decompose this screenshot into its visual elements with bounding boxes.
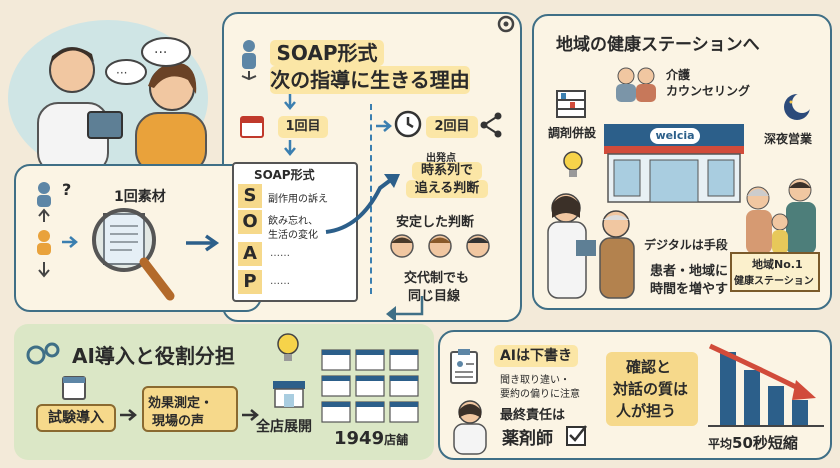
soap-title-line1: SOAP形式が xyxy=(270,40,384,91)
avg-value: 50秒短縮 xyxy=(732,434,798,452)
divider xyxy=(370,104,372,294)
person-icon xyxy=(241,40,257,81)
soap-a-note: …… xyxy=(270,248,290,259)
soap-letter-s: S xyxy=(238,184,262,208)
dispensing-label: 調剤併設 xyxy=(548,126,597,140)
decreasing-bar-chart-icon xyxy=(708,343,824,427)
people-icons xyxy=(37,182,51,278)
clipboard-icon xyxy=(450,349,478,384)
step-rollout: 全店展開 xyxy=(256,419,312,435)
pharmacist-elderly-illustration xyxy=(547,193,635,299)
gears-icon xyxy=(26,342,60,365)
store-icon xyxy=(273,381,305,408)
lightbulb-icon xyxy=(563,151,583,177)
caution-line2: 要約の偏りに注意 xyxy=(500,389,580,400)
step-evaluate-line1: 効果測定・ xyxy=(148,396,214,411)
soap-form-title: SOAP形式 xyxy=(254,168,315,182)
gear-icon xyxy=(497,15,515,33)
digital-label: デジタルは手段 xyxy=(644,238,728,252)
clock-icon xyxy=(394,110,422,138)
quality-line2: 対話の質は xyxy=(613,380,689,398)
soap-p-note: …… xyxy=(270,276,290,287)
soap-s-note: 副作用の訴え xyxy=(268,194,328,205)
arrow-down-icon xyxy=(284,94,296,110)
soap-o-note-line1: 飲み忘れ、 xyxy=(268,216,319,227)
timeline-line1: 時系列で xyxy=(412,162,482,180)
question-mark: ? xyxy=(62,180,72,199)
avg-reduction: 平均50秒短縮 xyxy=(708,432,798,453)
ai-draft-label: AIは下書き xyxy=(494,345,578,367)
svg-text:···: ··· xyxy=(154,45,167,61)
visit2-label: 2回目 xyxy=(426,116,478,138)
station-title: 地域の健康ステーションへ xyxy=(556,35,760,55)
quality-line3: 人が担う xyxy=(616,402,677,420)
arrow-right-icon xyxy=(120,409,137,421)
elderly-couple-icon xyxy=(616,67,656,102)
pharmacist-avatar xyxy=(453,400,487,455)
brand-logo: welcia xyxy=(650,128,700,144)
store-building xyxy=(604,124,744,203)
quality-line1: 確認と xyxy=(626,358,672,376)
staff-faces-icon xyxy=(390,234,490,258)
step-evaluate xyxy=(142,386,238,432)
store-count: 1949店舗 xyxy=(334,428,408,449)
late-night-label: 深夜営業 xyxy=(764,132,813,146)
svg-text:···: ··· xyxy=(116,66,127,80)
care-line2: カウンセリング xyxy=(666,84,751,98)
consultation-illustration: ··· ··· xyxy=(8,8,220,176)
soap-o-note-line2: 生活の変化 xyxy=(268,230,318,241)
arrow-right-icon xyxy=(376,120,392,132)
step-pilot: 試験導入 xyxy=(36,404,116,432)
arrow-right-icon xyxy=(186,234,220,252)
avg-label: 平均 xyxy=(708,437,733,451)
moon-icon xyxy=(784,93,812,120)
responsibility-label: 最終責任は xyxy=(500,408,566,423)
soap-title-line2: 次の指導に生きる理由 xyxy=(270,66,470,94)
soap-letter-o: O xyxy=(238,210,262,234)
sign-line2: 健康ステーション xyxy=(734,276,814,287)
start-point-label: 出発点 xyxy=(426,153,456,164)
magnifier-document-icon xyxy=(92,208,175,301)
sign-line1: 地域No.1 xyxy=(752,258,803,271)
arrow-down-icon xyxy=(284,140,296,156)
caution-line1: 聞き取り違い・ xyxy=(500,375,570,386)
time-line2: 時間を増やす xyxy=(650,282,729,297)
pharmacy-shelf-icon xyxy=(556,90,586,118)
calendar-icon xyxy=(240,116,264,138)
store-count-number: 1949 xyxy=(334,428,385,449)
step-evaluate-line2: 現場の声 xyxy=(152,414,205,429)
stable-judgment: 安定した判断 xyxy=(396,215,475,230)
time-line1: 患者・地域に xyxy=(650,264,729,279)
store-grid-icon xyxy=(321,349,419,423)
pharmacist-label: 薬剤師 xyxy=(502,429,553,449)
calendar-icon xyxy=(62,376,86,400)
checkbox-icon xyxy=(566,425,587,446)
visit1-label: 1回目 xyxy=(278,116,328,138)
arrow-right-icon xyxy=(62,236,78,248)
care-line1: 介護 xyxy=(666,68,691,82)
shift-line1: 交代制でも xyxy=(404,271,470,286)
curved-arrow xyxy=(325,174,400,234)
ai-rollout-title: AI導入と役割分担 xyxy=(72,344,235,368)
raw-material-label: 1回素材 xyxy=(114,189,166,205)
share-icon xyxy=(480,112,502,138)
regional-sign xyxy=(730,252,820,292)
store-count-unit: 店舗 xyxy=(384,433,409,447)
arrow-right-icon xyxy=(242,409,259,421)
arrow-down-left-icon xyxy=(386,296,424,322)
soap-letter-a: A xyxy=(238,242,262,266)
soap-letter-p: P xyxy=(238,270,262,294)
family-illustration xyxy=(746,178,816,254)
lightbulb-icon xyxy=(277,333,299,361)
quality-box xyxy=(606,352,698,426)
timeline-line2: 追える判断 xyxy=(406,180,488,198)
